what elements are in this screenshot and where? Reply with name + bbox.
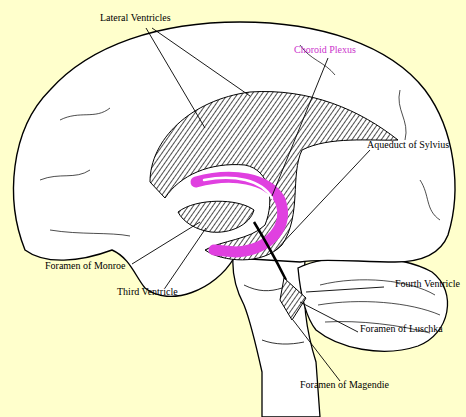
leader-line	[152, 28, 250, 96]
leader-line	[300, 302, 358, 332]
third-ventricle	[178, 201, 254, 232]
part-label: Lateral Ventricles	[100, 12, 171, 24]
part-label: Foramen of Magendie	[300, 379, 389, 391]
fourth-ventricle	[280, 278, 306, 320]
part-label: Third Ventricle	[117, 286, 178, 298]
cerebrum	[14, 22, 455, 296]
part-label: Foramen of Luschka	[360, 323, 443, 335]
leader-line	[276, 150, 370, 250]
choroid-highlight	[204, 178, 272, 198]
leader-line	[165, 228, 206, 288]
part-label: Fourth Ventricle	[395, 278, 460, 290]
leader-line	[132, 222, 200, 264]
leader-line	[146, 28, 205, 128]
part-label: Choroid Plexus	[294, 44, 356, 56]
part-label: Aqueduct of Sylvius	[367, 139, 449, 151]
pons-line	[244, 285, 282, 291]
lateral-ventricle	[150, 92, 398, 260]
choroid-plexus	[196, 177, 283, 252]
part-label: Foramen of Monroe	[45, 260, 126, 272]
leader-line	[293, 320, 340, 381]
leader-lines	[132, 28, 384, 381]
aqueduct	[254, 222, 286, 280]
leader-line	[306, 287, 384, 292]
leader-line	[272, 58, 328, 196]
cerebellum	[298, 257, 448, 351]
medulla-line	[262, 340, 304, 344]
